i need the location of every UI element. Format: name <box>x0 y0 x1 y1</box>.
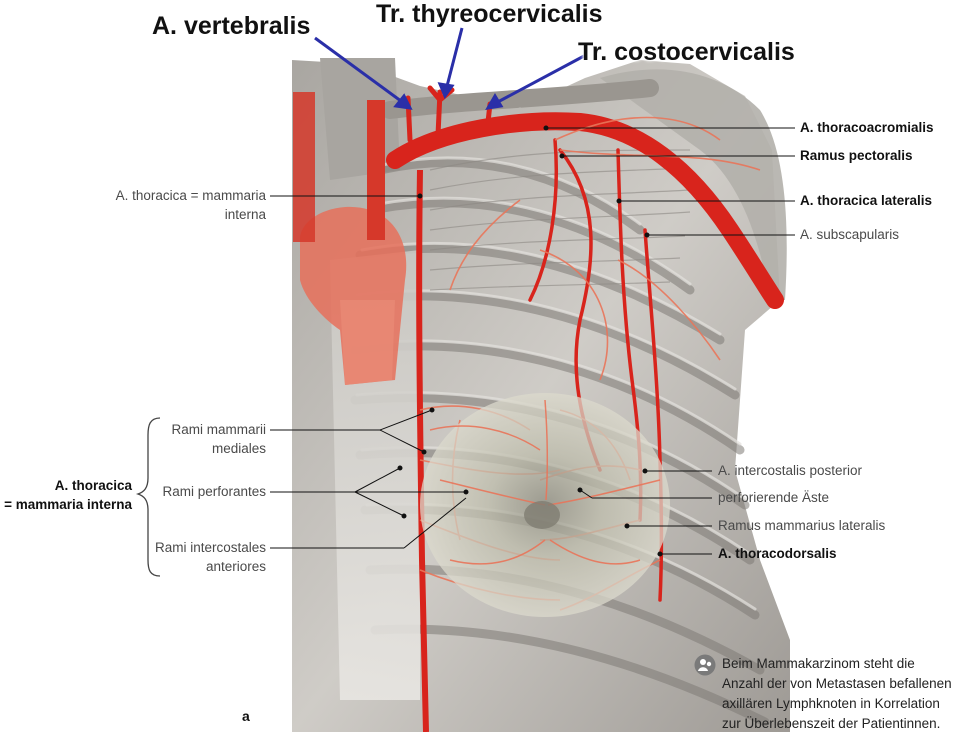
label-thoracica-lateralis: A. thoracica lateralis <box>800 193 933 208</box>
label-rami-intercostales-1: Rami intercostales <box>154 540 266 555</box>
group-brace <box>135 417 161 577</box>
left-leaders <box>270 193 469 549</box>
panel-letter: a <box>242 708 250 724</box>
right-leaders <box>543 125 795 557</box>
label-thoracoacromialis: A. thoracoacromialis <box>800 120 934 135</box>
label-rami-mammarii-1: Rami mammarii <box>171 422 267 437</box>
label-rami-perforantes: Rami perforantes <box>162 484 266 499</box>
aortic-arch <box>293 92 407 385</box>
note-text: Beim Mammakarzinom steht die Anzahl der … <box>722 656 952 731</box>
label-thoracica-interna-1: A. thoracica = mammaria <box>115 188 266 203</box>
label-group-thoracica-1: A. thoracica <box>54 478 132 493</box>
label-intercostalis-posterior: A. intercostalis posterior <box>718 463 863 478</box>
patient-note-icon <box>694 654 716 676</box>
label-group-thoracica-2: = mammaria interna <box>4 497 132 512</box>
label-thoracica-interna-2: interna <box>224 207 266 222</box>
pectoral-muscle <box>429 149 691 291</box>
label-a-vertebralis: A. vertebralis <box>152 12 311 40</box>
label-thoracodorsalis: A. thoracodorsalis <box>718 546 837 561</box>
label-ramus-pectoralis: Ramus pectoralis <box>800 148 913 163</box>
label-tr-costocervicalis: Tr. costocervicalis <box>578 38 795 66</box>
clavicle <box>381 79 659 119</box>
label-rami-mammarii-2: mediales <box>211 441 266 456</box>
nipple <box>524 501 560 529</box>
subclavian-artery <box>386 112 784 309</box>
label-ramus-mammarius-lateralis: Ramus mammarius lateralis <box>718 518 886 533</box>
label-rami-intercostales-2: anteriores <box>205 559 266 574</box>
label-tr-thyreocervicalis: Tr. thyreocervicalis <box>376 0 603 28</box>
label-subscapularis: A. subscapularis <box>800 227 900 242</box>
label-perforierende-aeste: perforierende Äste <box>718 490 830 505</box>
header-pointers <box>314 27 585 110</box>
